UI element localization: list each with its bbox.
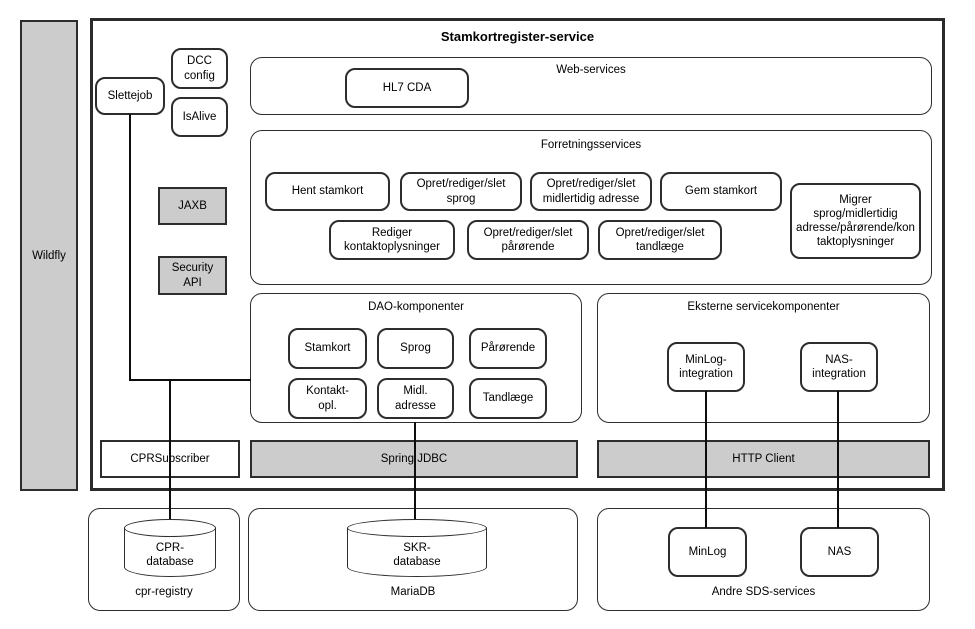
node-dao-kontakt-opl: Kontakt- opl. xyxy=(288,378,367,419)
node-dao-parorende: Pårørende xyxy=(469,328,547,369)
line-minlog-integration-to-minlog xyxy=(705,391,707,528)
node-opret-tandlaege: Opret/rediger/slet tandlæge xyxy=(598,220,722,260)
node-opret-sprog: Opret/rediger/slet sprog xyxy=(400,172,522,211)
sds-label: Andre SDS-services xyxy=(711,586,816,598)
cpr-database-cylinder: CPR- database xyxy=(124,519,216,577)
wildfly-container: Wildfly xyxy=(20,20,78,491)
node-migrer: Migrer sprog/midlertidig adresse/pårøren… xyxy=(790,183,921,259)
node-nas-integration: NAS- integration xyxy=(800,342,878,392)
node-hl7-cda: HL7 CDA xyxy=(345,68,469,108)
node-opret-midlertidig-adresse: Opret/rediger/slet midlertidig adresse xyxy=(530,172,652,211)
cylinder-top xyxy=(347,519,487,537)
bar-http-client: HTTP Client xyxy=(597,440,930,478)
node-opret-parorende: Opret/rediger/slet pårørende xyxy=(467,220,589,260)
node-dcc-config: DCC config xyxy=(171,48,228,89)
cylinder-top xyxy=(124,519,216,537)
node-dao-stamkort: Stamkort xyxy=(288,328,367,369)
line-slettejob-to-dao xyxy=(129,379,251,381)
skr-database-cylinder: SKR- database xyxy=(347,519,487,577)
node-dao-midl-adresse: Midl. adresse xyxy=(377,378,454,419)
node-dao-sprog: Sprog xyxy=(377,328,454,369)
mariadb-label: MariaDB xyxy=(390,586,436,598)
node-hent-stamkort: Hent stamkort xyxy=(265,172,390,211)
node-gem-stamkort: Gem stamkort xyxy=(660,172,782,211)
eksterne-title: Eksterne servicekomponenter xyxy=(687,301,840,313)
node-rediger-kontaktoplysninger: Rediger kontaktoplysninger xyxy=(329,220,455,260)
line-dao-to-skr-database xyxy=(414,422,416,522)
dao-title: DAO-komponenter xyxy=(368,301,464,313)
node-minlog-integration: MinLog- integration xyxy=(667,342,745,392)
webservices-title: Web-services xyxy=(556,64,626,76)
skr-database-label: SKR- database xyxy=(393,541,441,568)
diagram-title: Stamkortregister-service xyxy=(440,29,595,44)
line-cprsubscriber-to-cpr-database xyxy=(169,380,171,522)
cpr-registry-label: cpr-registry xyxy=(135,586,193,598)
node-isalive: IsAlive xyxy=(171,97,228,137)
node-nas: NAS xyxy=(800,527,879,577)
node-slettejob: Slettejob xyxy=(95,77,165,115)
node-minlog: MinLog xyxy=(668,527,747,577)
wildfly-label: Wildfly xyxy=(32,249,66,262)
node-jaxb: JAXB xyxy=(158,187,227,225)
node-dao-tandlaege: Tandlæge xyxy=(469,378,547,419)
cpr-database-label: CPR- database xyxy=(146,541,194,568)
line-slettejob-down xyxy=(129,114,131,380)
forretningsservices-title: Forretningsservices xyxy=(540,139,642,151)
line-nas-integration-to-nas xyxy=(837,391,839,528)
node-security-api: Security API xyxy=(158,256,227,295)
